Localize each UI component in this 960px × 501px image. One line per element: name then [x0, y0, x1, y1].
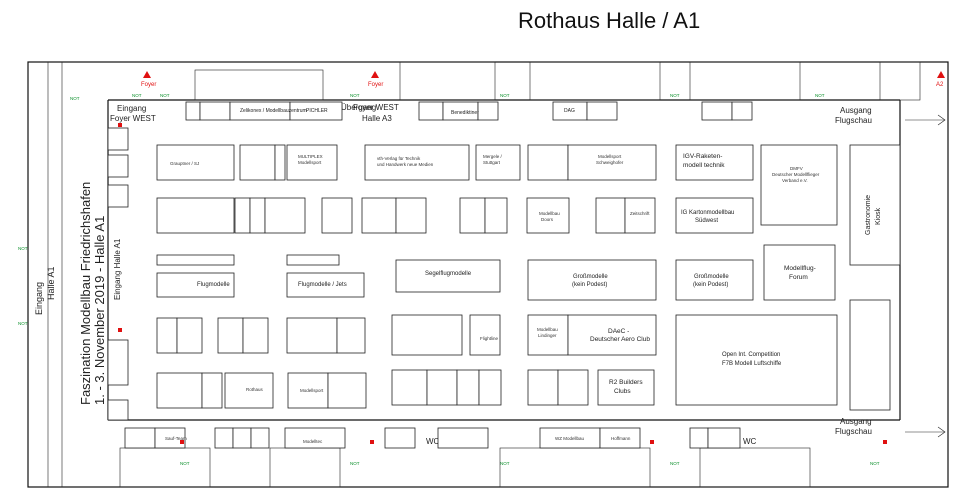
svg-text:Hoffmann: Hoffmann — [611, 436, 631, 441]
gastronomie-kiosk — [849, 144, 901, 266]
eingang-halle-a1-left-label2: Halle A1 — [46, 266, 56, 300]
svg-text:Mergele /: Mergele / — [483, 154, 503, 159]
svg-text:Rothaus: Rothaus — [246, 387, 264, 392]
svg-text:und Handwerk neue Medien: und Handwerk neue Medien — [377, 162, 434, 167]
main-booths — [124, 144, 838, 449]
svg-text:WZ Modellbau: WZ Modellbau — [555, 436, 585, 441]
svg-text:Modellsport: Modellsport — [598, 154, 622, 159]
svg-text:Modellsport: Modellsport — [300, 388, 324, 393]
svg-text:Verband e.V.: Verband e.V. — [782, 178, 808, 183]
svg-text:Stuttgart: Stuttgart — [483, 160, 501, 165]
top-row-booths — [185, 101, 753, 121]
svg-text:MULTIPLEX: MULTIPLEX — [298, 154, 323, 159]
foyer-label-2: Foyer — [368, 82, 383, 88]
svg-text:NOT: NOT — [870, 461, 880, 466]
booth-pichler: PICHLER — [306, 108, 328, 114]
side-vertical-line2: 1. - 3. November 2019 - Halle A1 — [92, 216, 107, 405]
svg-text:Schweighofer: Schweighofer — [596, 160, 624, 165]
foyer-marker-icon — [143, 71, 151, 78]
a2-label: A2 — [936, 82, 944, 88]
svg-text:NOT: NOT — [815, 93, 825, 98]
svg-text:Doors: Doors — [541, 217, 554, 222]
eingang-halle-a1-label: Eingang Halle A1 — [113, 238, 122, 300]
svg-text:DAeC -: DAeC - — [608, 328, 629, 335]
svg-text:Großmodelle: Großmodelle — [694, 274, 729, 280]
svg-text:NOT: NOT — [180, 461, 190, 466]
svg-text:Südwest: Südwest — [695, 218, 718, 224]
svg-text:IG Kartonmodellbau: IG Kartonmodellbau — [681, 210, 734, 216]
svg-text:Lindinger: Lindinger — [538, 333, 557, 338]
eingang-halle-a1-left-label: Eingang — [34, 282, 44, 315]
eingang-foyer-west-label: Eingang — [117, 104, 146, 113]
side-vertical-line1: Faszination Modellbau Friedrichshafen — [78, 182, 93, 405]
svg-text:NOT: NOT — [350, 461, 360, 466]
kiosk-label: Kiosk — [875, 207, 882, 225]
booth-benedikt: Benediktiner — [451, 110, 479, 116]
svg-text:vth-Verlag für Technik: vth-Verlag für Technik — [377, 156, 421, 161]
svg-text:modell technik: modell technik — [683, 162, 725, 169]
svg-text:NOT: NOT — [160, 93, 170, 98]
foyer-marker-icon-2 — [371, 71, 379, 78]
hall-walls — [27, 61, 949, 488]
svg-text:Modellbau: Modellbau — [539, 211, 560, 216]
left-column-booths — [107, 127, 129, 421]
flugschau-bottom-label: Flugschau — [835, 427, 872, 436]
svg-text:NOT: NOT — [670, 461, 680, 466]
svg-text:NOT: NOT — [132, 93, 142, 98]
svg-text:Sauf-Team: Sauf-Team — [165, 436, 187, 441]
notausgang-markers: NOT NOT NOT NOT NOT NOT NOT NOT NOT NOT … — [18, 93, 880, 466]
uebergang-foyer-label: Übergang — [341, 103, 376, 112]
svg-text:Modelltec: Modelltec — [303, 439, 323, 444]
svg-text:F7B Modell Luftschiffe: F7B Modell Luftschiffe — [722, 361, 782, 367]
svg-text:R2 Builders: R2 Builders — [609, 379, 643, 386]
svg-text:Modellbau: Modellbau — [537, 327, 558, 332]
svg-text:NOT: NOT — [500, 93, 510, 98]
svg-text:IGV-Raketen-: IGV-Raketen- — [683, 153, 722, 160]
svg-text:Grauptner / SJ: Grauptner / SJ — [170, 161, 199, 166]
foyer-west-label: Foyer WEST — [353, 103, 399, 112]
svg-text:NOT: NOT — [670, 93, 680, 98]
svg-text:NOT: NOT — [350, 93, 360, 98]
gastronomie-label: Gastronomie — [865, 195, 872, 235]
svg-text:Modellflug-: Modellflug- — [784, 265, 816, 272]
svg-text:Flightline: Flightline — [480, 336, 499, 341]
svg-text:Deutscher Aero Club: Deutscher Aero Club — [590, 336, 650, 343]
svg-text:NOT: NOT — [70, 96, 80, 101]
a2-marker-icon — [937, 71, 945, 78]
svg-text:Modellsport: Modellsport — [298, 160, 322, 165]
eingang-foyer-west-label2: Foyer WEST — [110, 114, 156, 123]
svg-text:Segelflugmodelle: Segelflugmodelle — [425, 271, 472, 277]
svg-text:Großmodelle: Großmodelle — [573, 274, 608, 280]
hall-title: Rothaus Halle / A1 — [518, 8, 700, 33]
svg-text:NOT: NOT — [18, 246, 28, 251]
svg-text:Deutscher Modellflieger: Deutscher Modellflieger — [772, 172, 820, 177]
svg-text:(kein Podest): (kein Podest) — [693, 282, 728, 288]
svg-text:(kein Podest): (kein Podest) — [572, 282, 607, 288]
fire-markers — [118, 123, 887, 444]
ausgang-top-label: Ausgang — [840, 106, 872, 115]
booth-dag: DAG — [564, 108, 575, 114]
booth-zelikonex: Zelikonex / Modellbauzentrum — [240, 108, 307, 114]
svg-text:Open Int. Competition: Open Int. Competition — [722, 352, 780, 358]
flugschau-top-label: Flugschau — [835, 116, 872, 125]
wc-label-1: WC — [426, 437, 440, 446]
svg-text:NOT: NOT — [18, 321, 28, 326]
booth-labels: Grauptner / SJ MULTIPLEX Modellsport vth… — [165, 153, 820, 444]
halle-a3-label: Halle A3 — [362, 114, 392, 123]
svg-text:NOT: NOT — [500, 461, 510, 466]
foyer-label-1: Foyer — [141, 82, 156, 88]
svg-text:Zeitschrift: Zeitschrift — [630, 211, 650, 216]
svg-text:Flugmodelle / Jets: Flugmodelle / Jets — [298, 282, 347, 288]
wc-label-2: WC — [743, 437, 757, 446]
svg-text:Clubs: Clubs — [614, 388, 631, 395]
svg-text:Forum: Forum — [789, 274, 808, 281]
svg-text:DMFV: DMFV — [790, 166, 803, 171]
svg-text:Flugmodelle: Flugmodelle — [197, 282, 230, 288]
ausgang-bottom-label: Ausgang — [840, 417, 872, 426]
